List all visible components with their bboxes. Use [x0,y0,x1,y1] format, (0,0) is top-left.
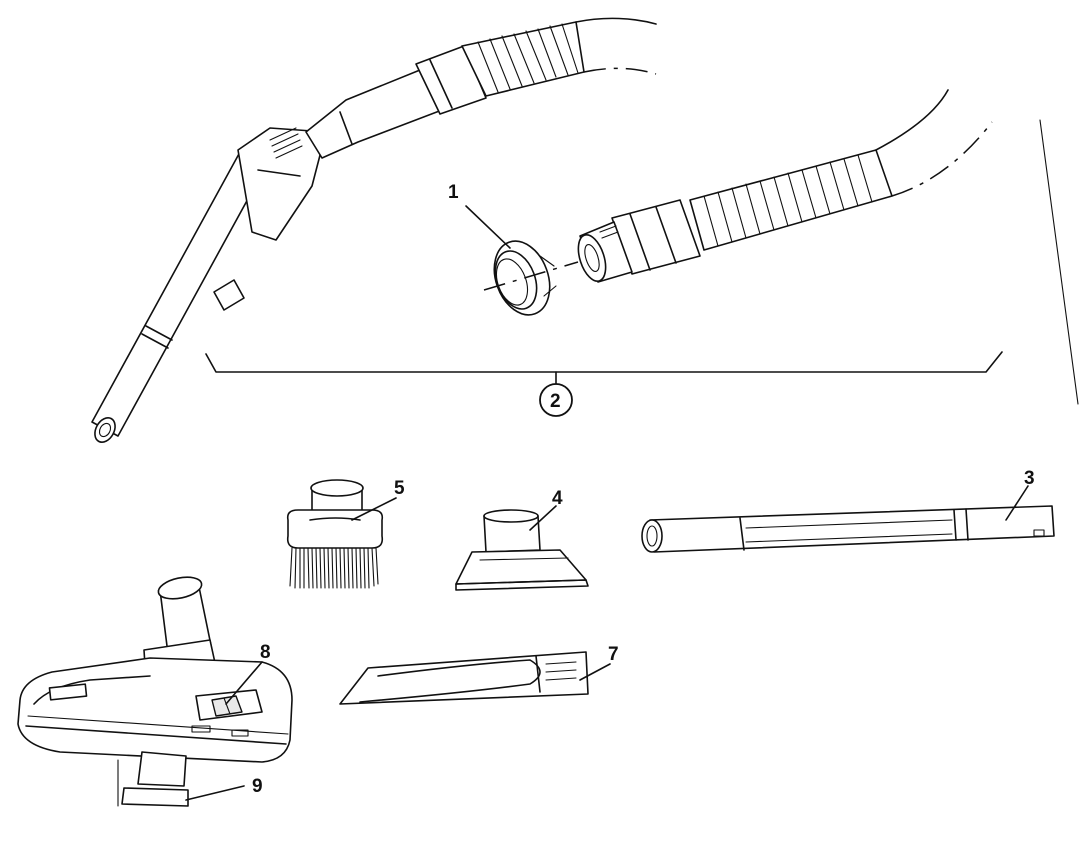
part-label-9: 9 [252,776,263,797]
crevice-tool [339,651,589,705]
leader-1 [465,205,511,249]
floor-nozzle [17,576,293,807]
leader-5 [351,497,397,521]
part-label-3: 3 [1024,468,1035,489]
seal-ring [493,240,557,316]
part-label-8: 8 [260,642,271,663]
dusting-brush [286,479,384,589]
part-label-1: 1 [448,182,459,203]
leader-7 [579,663,611,681]
page-edge-line [1039,119,1079,405]
wand-handle-assembly [91,17,657,443]
assembly-bracket [205,351,1003,373]
upholstery-nozzle [455,509,589,591]
extension-tube [641,505,1055,553]
part-2-circle [539,383,573,417]
leader-4 [529,505,557,531]
part-label-5: 5 [394,478,405,499]
leader-9 [185,785,245,801]
part-label-4: 4 [552,488,563,509]
leader-3 [1005,485,1029,521]
leader-8 [225,661,263,705]
center-line [483,261,579,291]
hose-coupling [577,89,993,283]
leader-lines [185,205,1029,801]
part-label-2: 2 [550,391,561,412]
part-label-7: 7 [608,644,619,665]
nozzle-skid [117,751,189,807]
